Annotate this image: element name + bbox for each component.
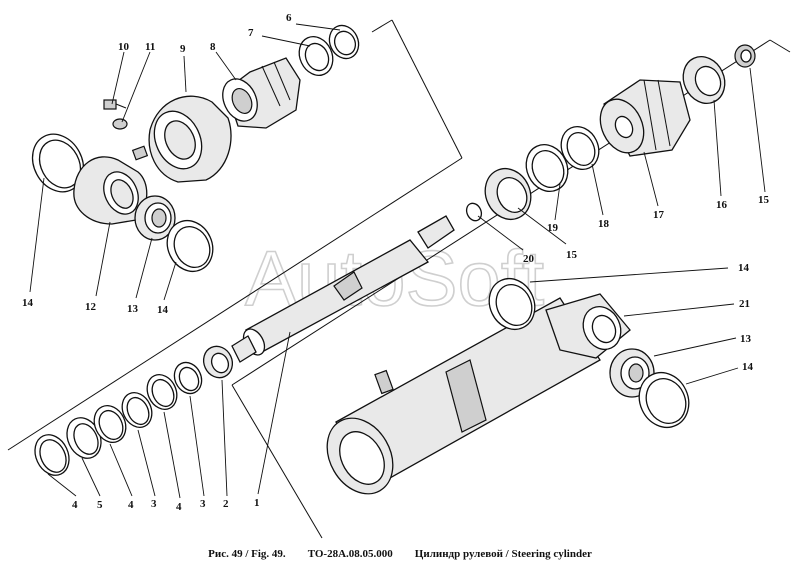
callout-9: 9 (180, 43, 186, 55)
callout-16: 16 (716, 199, 728, 211)
callout-14: 14 (22, 297, 34, 309)
callout-11: 11 (145, 41, 155, 53)
callout-3: 3 (200, 498, 206, 510)
callout-15: 15 (758, 194, 770, 206)
callout-4: 4 (128, 499, 134, 511)
callout-1: 1 (254, 497, 260, 509)
ring-3-second (173, 361, 203, 395)
ring-7 (298, 36, 334, 76)
caption-figure-number: Рис. 49 / Fig. 49. (208, 548, 286, 560)
callout-14: 14 (738, 262, 750, 274)
eye-21 (545, 293, 631, 359)
callout-13: 13 (127, 303, 139, 315)
callout-18: 18 (598, 218, 610, 230)
ring-18 (560, 126, 600, 170)
ring-6 (328, 24, 360, 60)
callout-13: 13 (740, 333, 752, 345)
callout-8: 8 (210, 41, 216, 53)
callout-4: 4 (176, 501, 182, 513)
callout-6: 6 (286, 12, 292, 24)
ring-14-center (488, 278, 536, 330)
callout-5: 5 (97, 499, 103, 511)
callout-12: 12 (85, 301, 97, 313)
nut-9 (131, 95, 232, 183)
callout-10: 10 (118, 41, 130, 53)
bushing-12 (73, 156, 148, 225)
cylinder-body (326, 297, 601, 495)
callout-14: 14 (742, 361, 754, 373)
split-ring-15-center (484, 168, 532, 220)
callout-21: 21 (739, 298, 750, 310)
ring-4-third (146, 373, 178, 411)
callout-19: 19 (547, 222, 559, 234)
callout-17: 17 (653, 209, 665, 221)
split-ring-2 (202, 345, 234, 379)
caption-drawing-code: ТО-28А.08.05.000 (307, 548, 393, 560)
ring-4-first (34, 434, 70, 476)
split-ring-16 (682, 56, 726, 104)
bearing-13-left (134, 195, 176, 241)
callout-3: 3 (151, 498, 157, 510)
gland-8 (222, 57, 301, 129)
callout-7: 7 (248, 27, 254, 39)
caption-title: Цилиндр рулевой / Steering cylinder (414, 548, 592, 560)
ring-4-second (93, 405, 127, 443)
exploded-view-drawing: AutoSoft (7, 12, 791, 539)
callout-labels: 10 11 9 8 7 6 14 12 13 14 20 15 19 18 17… (22, 12, 770, 513)
ring-20 (465, 202, 483, 222)
ring-3-first (121, 391, 153, 429)
ring-14-left (31, 133, 85, 193)
ring-14-left-lower (166, 220, 214, 272)
callout-14: 14 (157, 304, 169, 316)
piston-17 (599, 79, 691, 157)
bolt-10 (103, 99, 127, 110)
callout-20: 20 (523, 253, 535, 265)
washer-11 (112, 118, 128, 130)
nut-15-right (734, 44, 756, 68)
ring-19 (525, 144, 569, 192)
figure-caption: Рис. 49 / Fig. 49. ТО-28А.08.05.000 Цили… (0, 548, 800, 560)
piston-rod-1 (231, 215, 455, 363)
callout-4: 4 (72, 499, 78, 511)
callout-15: 15 (566, 249, 578, 261)
callout-2: 2 (223, 498, 229, 510)
ring-14-right (638, 372, 690, 428)
leader-lines (29, 23, 766, 499)
